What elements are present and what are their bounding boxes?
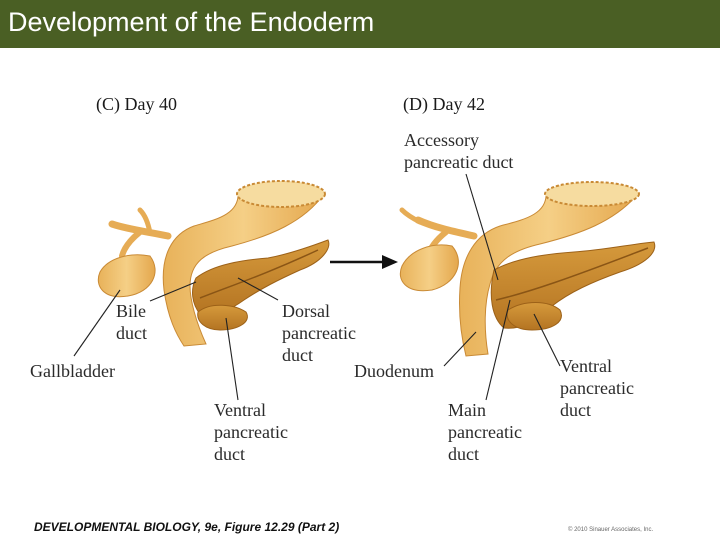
duodenum-tube-d	[458, 191, 640, 357]
label-main-line2: pancreatic	[448, 422, 522, 442]
stomach-opening-d	[544, 181, 640, 207]
ventral-pancreas	[197, 304, 248, 331]
label-accessory-line1: Accessory	[404, 130, 479, 150]
main-pancreatic-duct-vessel	[495, 247, 649, 301]
label-dorsal-line1: Dorsal	[282, 301, 330, 321]
copyright-notice: © 2010 Sinauer Associates, Inc.	[568, 527, 654, 533]
panel-c: (C) Day 40 Bile duct Gallbladder Dorsal	[30, 94, 356, 464]
label-bile-line2: duct	[116, 323, 147, 343]
label-ventral-c-line2: pancreatic	[214, 422, 288, 442]
endoderm-figure: (C) Day 40 Bile duct Gallbladder Dorsal	[30, 94, 656, 464]
bile-duct-branches	[108, 207, 172, 259]
label-main-line3: duct	[448, 444, 479, 464]
label-accessory-line2: pancreatic duct	[404, 152, 513, 172]
label-ventral-d-line1: Ventral	[560, 356, 612, 376]
panel-c-heading: (C) Day 40	[96, 94, 177, 115]
label-ventral-c-line3: duct	[214, 444, 245, 464]
figure-credit: DEVELOPMENTAL BIOLOGY, 9e, Figure 12.29 …	[34, 520, 340, 534]
ventral-pancreas-d	[506, 302, 562, 331]
stomach-opening	[236, 180, 326, 208]
panel-d: (D) Day 42 Accessory pancreatic duct Duo…	[354, 94, 656, 464]
panel-c-leaders	[73, 277, 279, 401]
dorsal-pancreatic-duct-vessel	[199, 249, 319, 299]
transition-arrow	[330, 255, 398, 269]
label-ventral-d-line2: pancreatic	[560, 378, 634, 398]
label-dorsal-line3: duct	[282, 345, 313, 365]
slide-title: Development of the Endoderm	[8, 7, 375, 37]
label-main-line1: Main	[448, 400, 486, 420]
label-dorsal-line2: pancreatic	[282, 323, 356, 343]
gallbladder	[97, 254, 156, 298]
duodenum-tube	[162, 191, 325, 347]
gallbladder-d	[400, 244, 459, 292]
title-bar: Development of the Endoderm	[0, 0, 720, 48]
label-bile-line1: Bile	[116, 301, 146, 321]
label-ventral-c-line1: Ventral	[214, 400, 266, 420]
label-duodenum: Duodenum	[354, 361, 434, 381]
label-gallbladder: Gallbladder	[30, 361, 115, 381]
label-ventral-d-line3: duct	[560, 400, 591, 420]
panel-d-leaders	[443, 173, 561, 401]
panel-d-heading: (D) Day 42	[403, 94, 485, 115]
